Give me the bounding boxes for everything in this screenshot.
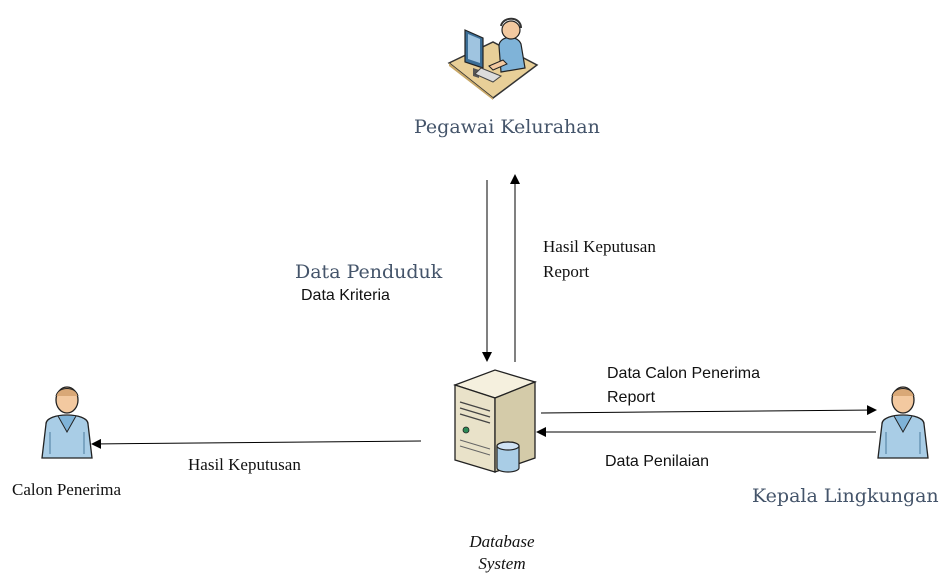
actor-label-calon: Calon Penerima <box>12 480 122 499</box>
system-label-line1: Database <box>469 532 535 551</box>
flow-label-hasil-keputusan-left: Hasil Keputusan <box>188 455 301 474</box>
arrow-data-calon-penerima <box>540 405 877 416</box>
system-label-line2: System <box>478 554 526 573</box>
person-icon-kepala <box>877 386 929 459</box>
database-server-icon <box>453 369 537 473</box>
office-worker-icon <box>447 17 539 100</box>
actor-label-pegawai: Pegawai Kelurahan <box>414 116 600 138</box>
flow-label-data-calon-penerima: Data Calon Penerima <box>607 365 760 382</box>
person-icon-calon <box>41 386 93 459</box>
flow-label-report-right: Report <box>607 389 656 406</box>
flow-label-data-penilaian: Data Penilaian <box>605 453 710 470</box>
flow-label-hasil-keputusan-top: Hasil Keputusan <box>543 237 656 256</box>
flow-label-report-top: Report <box>543 262 590 281</box>
arrow-hasil-keputusan-to-calon <box>91 438 422 449</box>
actor-label-kepala: Kepala Lingkungan <box>752 485 939 507</box>
flow-label-data-kriteria: Data Kriteria <box>301 287 390 304</box>
flow-label-data-penduduk: Data Penduduk <box>295 261 443 283</box>
